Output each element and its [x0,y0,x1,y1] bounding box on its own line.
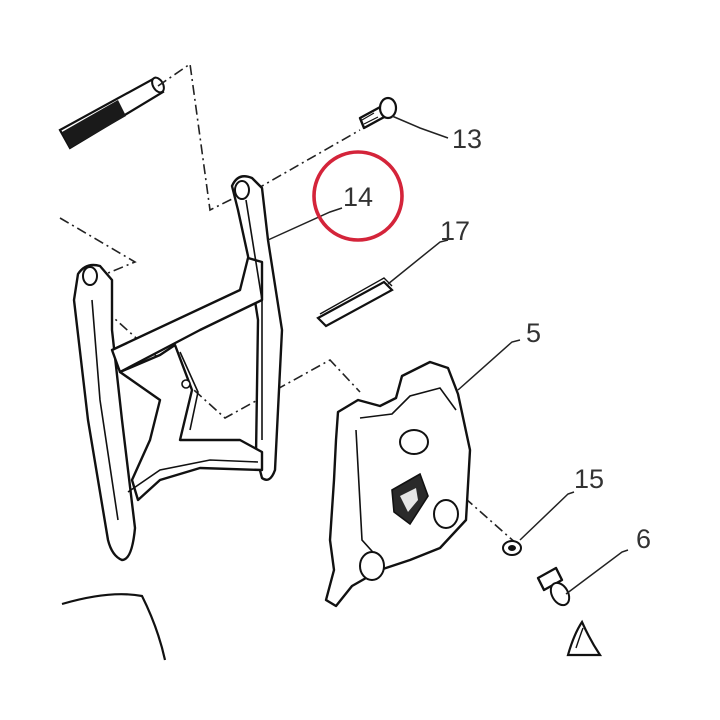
callout-6: 6 [636,524,651,554]
callout-14: 14 [343,182,373,212]
callout-13: 13 [452,124,482,154]
threaded-rod [58,76,165,150]
washer-part-15 [502,540,522,556]
highlight-circle [312,150,404,242]
callout-17: 17 [440,216,470,246]
screw-part-6 [536,566,571,607]
partial-component-bottom-left [61,593,167,661]
bracket-frame [72,175,284,562]
pad-part-17 [316,277,394,328]
callout-15: 15 [574,464,604,494]
callout-5: 5 [526,318,541,348]
partial-component-bottom-right [566,619,603,657]
bolt-part-13 [358,96,398,130]
cover-part-5 [324,360,472,608]
leader-lines [267,115,629,595]
